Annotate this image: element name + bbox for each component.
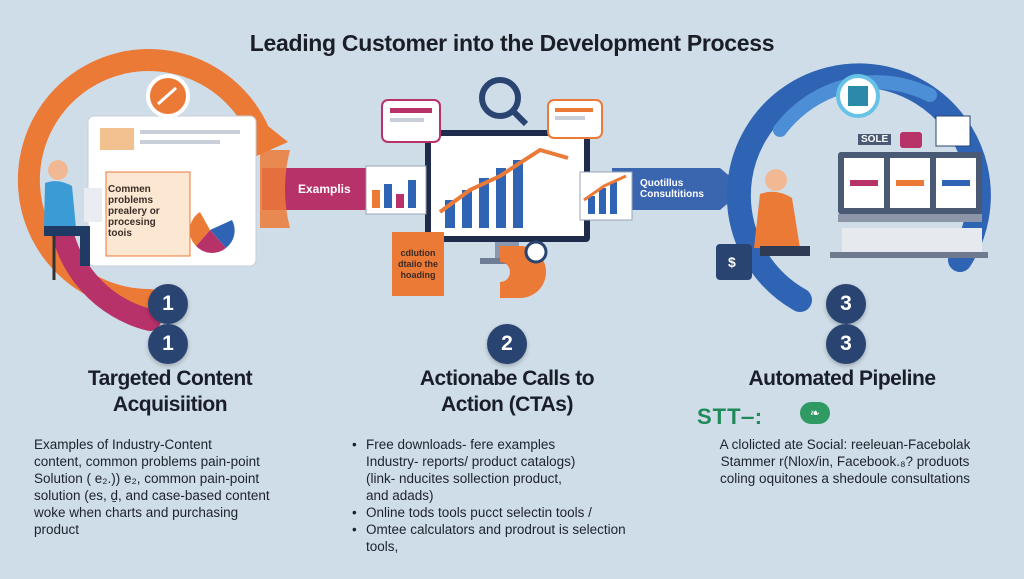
bullet-item: Online tods tools pucct selectin tools / [352, 504, 672, 521]
monitor-illustration [425, 130, 590, 264]
page-title: Leading Customer into the Development Pr… [249, 30, 775, 56]
dashboard-illustration [830, 115, 988, 258]
loop-1-arc [17, 49, 288, 331]
step-3-body: A clolicted ate Social: reeleuan-Facebol… [719, 437, 971, 486]
small-screen-illustration [365, 165, 427, 215]
step-2-heading: Actionabe Calls to Action (CTAs) [419, 367, 595, 416]
step-1-heading: Targeted Content Acquisiition [87, 367, 253, 416]
step-1-body: Examples of Industry-Content content, co… [34, 437, 270, 537]
speech-bubbles-illustration [381, 77, 603, 143]
step-1-badge-top: 1 [148, 284, 188, 324]
step-2-badge: 2 [487, 324, 527, 364]
step-2-body: Free downloads- fere examples Industry- … [352, 436, 672, 555]
step-1-badge: 1 [148, 324, 188, 364]
person-left-illustration [44, 160, 102, 280]
bullet-item: Free downloads- fere examples Industry- … [352, 436, 672, 504]
sole-tag: SOLE [858, 134, 892, 145]
magnet-icon [500, 240, 548, 298]
step-3-heading: Automated Pipeline [748, 367, 936, 390]
bullet-item: Omtee calculators and prodrout is select… [352, 521, 672, 555]
orange-card-text: cdlution dtaiio the hoading [398, 248, 438, 280]
doc-text: Commen problems prealery or procesing to… [108, 184, 160, 239]
chart-card-illustration [579, 171, 633, 221]
orange-card [392, 232, 444, 296]
dollar-icon: $ [728, 254, 736, 270]
step-3-badge-top: 3 [826, 284, 866, 324]
stt-label: STT‒: [697, 404, 764, 429]
step-3-badge: 3 [826, 324, 866, 364]
examples-label: Examplis [298, 182, 351, 196]
connector-arrow-2 [612, 168, 745, 210]
consult-label: Quotillus Consultitions [640, 178, 704, 200]
connector-arrow-1 [260, 150, 370, 228]
chat-icon: ❧ [800, 402, 830, 424]
person-right-illustration [716, 169, 810, 280]
